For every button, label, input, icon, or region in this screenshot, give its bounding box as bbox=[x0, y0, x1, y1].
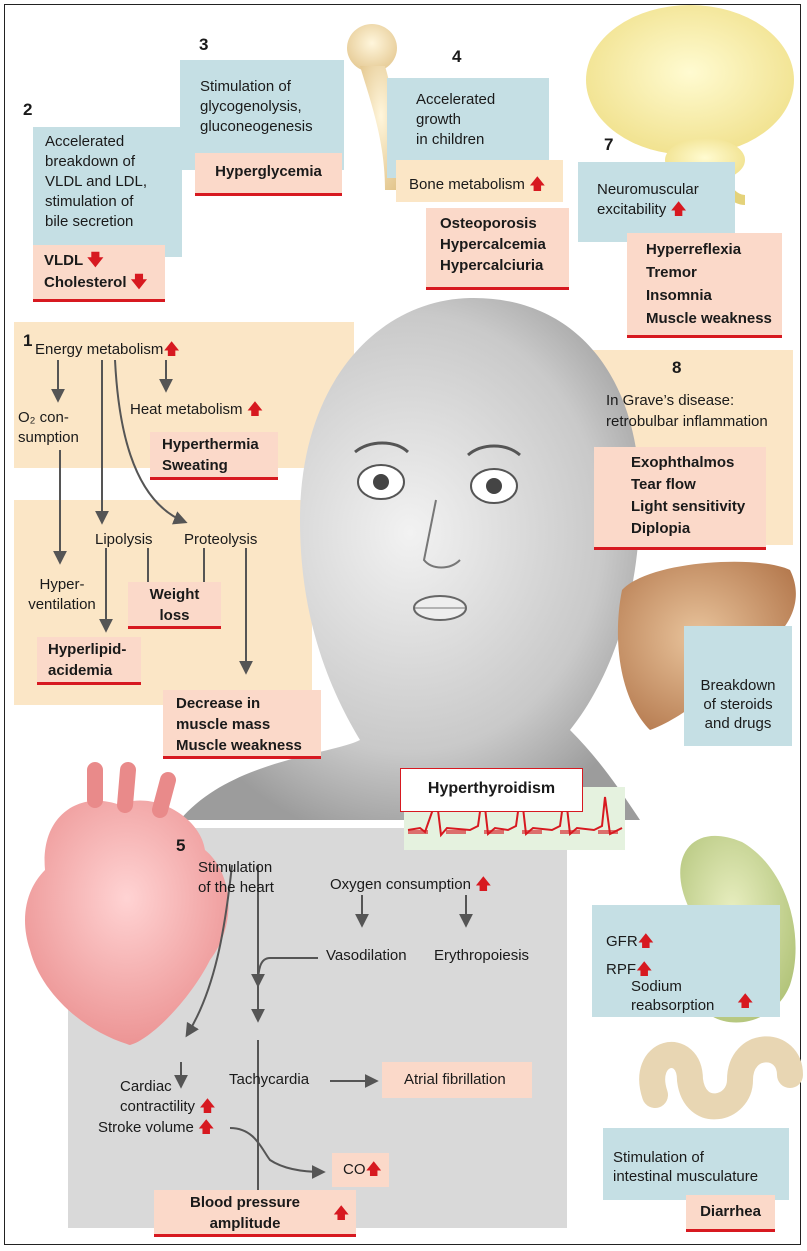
blood-pressure-label: Blood pressure amplitude bbox=[165, 1192, 325, 1234]
arrow-down-icon: 🡇 bbox=[131, 274, 147, 291]
erythropoiesis-label: Erythropoiesis bbox=[434, 946, 529, 966]
vldl-row: VLDL 🡇 bbox=[44, 251, 104, 271]
section-8-number: 8 bbox=[672, 358, 681, 378]
arrow-up-icon: 🡅 bbox=[199, 1098, 215, 1115]
hyperventilation-label: Hyper- ventilation bbox=[22, 575, 102, 615]
section-4-info: Accelerated growth in children bbox=[416, 90, 546, 150]
stroke-row: Stroke volume 🡅 bbox=[98, 1118, 215, 1138]
arrow-up-icon: 🡅 bbox=[670, 201, 686, 218]
section-7-effect: Hyperreflexia Tremor Insomnia Muscle wea… bbox=[646, 238, 781, 330]
intestine-info: Stimulation of intestinal musculature bbox=[613, 1148, 789, 1186]
atrial-fibrillation-label: Atrial fibrillation bbox=[404, 1070, 506, 1090]
sodium-label: Sodium reabsorption bbox=[631, 977, 741, 1015]
proteolysis-label: Proteolysis bbox=[184, 530, 257, 550]
arrow-up-icon: 🡅 bbox=[163, 341, 179, 358]
co-label: CO bbox=[343, 1161, 366, 1178]
co-row: CO🡅 bbox=[343, 1160, 382, 1180]
gfr-label: GFR bbox=[606, 933, 638, 950]
section-1-number: 1 bbox=[23, 331, 32, 351]
hyperglycemia-label: Hyperglycemia bbox=[195, 162, 342, 182]
stroke-volume-label: Stroke volume bbox=[98, 1119, 194, 1136]
lipolysis-label: Lipolysis bbox=[95, 530, 153, 550]
oxygen-row: Oxygen consumption 🡅 bbox=[330, 875, 492, 895]
heat-metabolism-label: Heat metabolism bbox=[130, 401, 243, 418]
section-4-number: 4 bbox=[452, 47, 461, 67]
section-4-effect: Osteoporosis Hypercalcemia Hypercalciuri… bbox=[440, 213, 570, 276]
vasodilation-label: Vasodilation bbox=[326, 946, 407, 966]
arrow-up-icon: 🡅 bbox=[366, 1161, 382, 1178]
stimulation-heart-label: Stimulation of the heart bbox=[198, 858, 308, 898]
section-8-effect: Exophthalmos Tear flow Light sensitivity… bbox=[631, 452, 771, 540]
section-3-number: 3 bbox=[199, 35, 208, 55]
page-title: Hyperthyroidism bbox=[400, 779, 583, 799]
liver-info: Breakdown of steroids and drugs bbox=[688, 676, 788, 733]
intestine-illustration bbox=[652, 1049, 790, 1106]
arrow-up-icon: 🡅 bbox=[475, 876, 491, 893]
section-2-number: 2 bbox=[23, 100, 32, 120]
rpf-label: RPF bbox=[606, 961, 636, 978]
bone-metabolism-label: Bone metabolism bbox=[409, 176, 525, 193]
section-7-info-row: Neuromuscular excitability 🡅 bbox=[597, 180, 732, 220]
cholesterol-label: Cholesterol bbox=[44, 274, 127, 291]
arrow-up-icon: 🡅 bbox=[198, 1119, 214, 1136]
arrow-up-icon: 🡅 bbox=[529, 176, 545, 193]
cardiac-row: Cardiac contractility 🡅 bbox=[120, 1077, 250, 1117]
arrow-up-icon: 🡅 bbox=[636, 961, 652, 978]
heat-row: Heat metabolism 🡅 bbox=[130, 400, 263, 420]
arrow-up-icon: 🡅 bbox=[638, 933, 654, 950]
hyperthermia-label: Hyperthermia Sweating bbox=[162, 434, 280, 476]
section-7-number: 7 bbox=[604, 135, 613, 155]
arrow-down-icon: 🡇 bbox=[87, 252, 103, 269]
hyperlipidacidemia-label: Hyperlipid- acidemia bbox=[48, 639, 143, 681]
oxygen-consumption-label: Oxygen consumption bbox=[330, 876, 471, 893]
arrow-up-icon: 🡅 bbox=[737, 990, 753, 1017]
section-2-info: Accelerated breakdown of VLDL and LDL, s… bbox=[45, 132, 180, 232]
section-3-info: Stimulation of glycogenolysis, gluconeog… bbox=[200, 77, 350, 137]
section-5-number: 5 bbox=[176, 836, 185, 856]
diarrhea-label: Diarrhea bbox=[686, 1202, 775, 1222]
energy-row: Energy metabolism🡅 bbox=[35, 340, 180, 360]
cardiac-contractility-label: Cardiac contractility bbox=[120, 1078, 195, 1115]
cholesterol-row: Cholesterol 🡇 bbox=[44, 273, 147, 293]
gfr-row: GFR🡅 bbox=[606, 932, 654, 952]
energy-metabolism-label: Energy metabolism bbox=[35, 341, 163, 358]
arrow-up-icon: 🡅 bbox=[247, 401, 263, 418]
o2-consumption-label: O₂ con- sumption bbox=[18, 408, 128, 448]
bone-metabolism-row: Bone metabolism 🡅 bbox=[409, 175, 546, 195]
weight-loss-label: Weight loss bbox=[128, 584, 221, 626]
arrow-up-icon: 🡅 bbox=[333, 1202, 349, 1229]
muscle-label: Decrease in muscle mass Muscle weakness bbox=[176, 693, 326, 756]
vldl-label: VLDL bbox=[44, 252, 83, 269]
section-8-info: In Grave’s disease: retrobulbar inflamma… bbox=[606, 390, 796, 432]
